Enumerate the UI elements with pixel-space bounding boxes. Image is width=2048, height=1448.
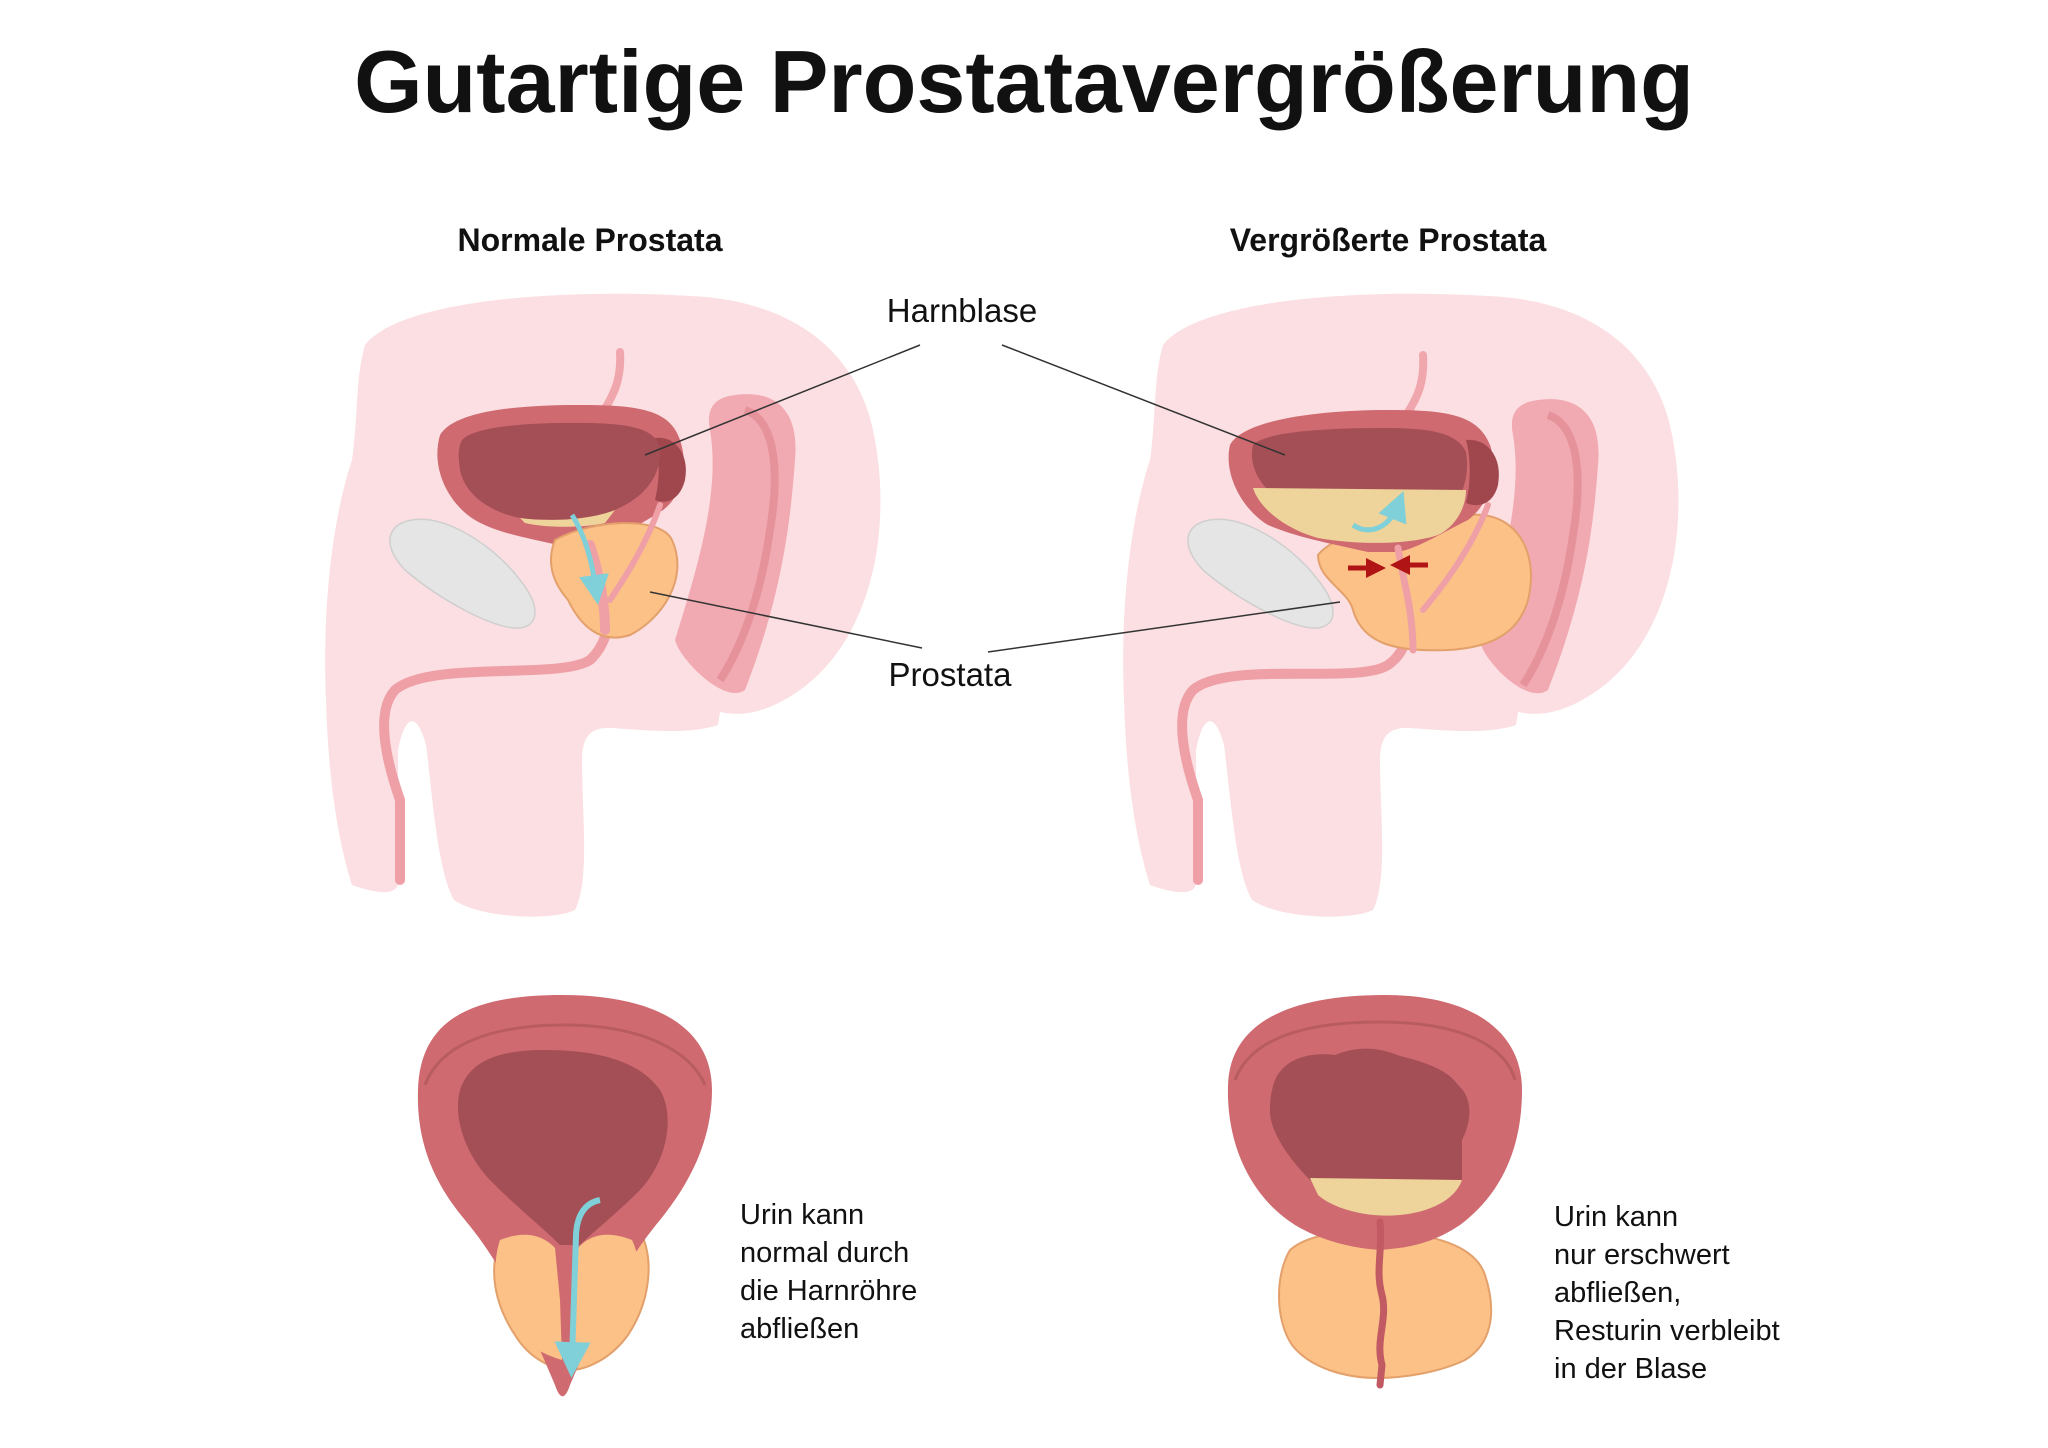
normal-description-line: normal durch bbox=[740, 1237, 909, 1269]
seminal-vesicle bbox=[1466, 439, 1499, 506]
page-title: Gutartige Prostatavergrößerung bbox=[354, 32, 1694, 131]
backflow-arrow bbox=[1351, 491, 1407, 533]
pubic-bone bbox=[389, 518, 536, 629]
bladder-lumen bbox=[458, 422, 661, 520]
normal-sagittal-illustration bbox=[325, 293, 881, 917]
enlarged-description-line: in der Blase bbox=[1554, 1353, 1707, 1385]
rectum bbox=[675, 394, 796, 694]
normal-description-line: Urin kann bbox=[740, 1199, 864, 1231]
residual-urine bbox=[1310, 1178, 1462, 1216]
label-prostate: Prostata bbox=[889, 656, 1013, 693]
enlarged-description-line: Urin kann bbox=[1554, 1201, 1678, 1233]
residual-urine bbox=[1253, 488, 1466, 543]
bladder-rim bbox=[423, 1023, 707, 1086]
normal-description: Urin kann normal durch die Harnröhre abf… bbox=[740, 1199, 917, 1345]
normal-cross-section-illustration bbox=[417, 995, 712, 1397]
bladder-lumen bbox=[1269, 1048, 1470, 1180]
residual-urine bbox=[520, 510, 615, 527]
urine-flow-arrow bbox=[554, 1197, 601, 1378]
rectum-wall-fold bbox=[716, 406, 779, 683]
enlarged-sagittal-illustration bbox=[1123, 293, 1679, 917]
seminal-vesicle bbox=[655, 437, 686, 502]
rectum-wall-fold bbox=[1519, 411, 1582, 688]
bladder-rim bbox=[1233, 1020, 1517, 1081]
pubic-bone bbox=[1187, 518, 1334, 629]
normal-description-line: abfließen bbox=[740, 1313, 859, 1345]
normal-description-line: die Harnröhre bbox=[740, 1275, 917, 1307]
ejaculatory-duct bbox=[1420, 502, 1491, 613]
enlarged-description-line: abfließen, bbox=[1554, 1277, 1681, 1309]
urine-flow-arrow bbox=[569, 513, 609, 605]
label-bladder: Harnblase bbox=[887, 292, 1037, 329]
leader-line-bladder-enlarged bbox=[1001, 344, 1286, 456]
bladder-lumen bbox=[457, 1050, 668, 1245]
enlarged-panel-heading: Vergrößerte Prostata bbox=[1230, 222, 1547, 258]
enlarged-description-line: nur erschwert bbox=[1554, 1239, 1730, 1271]
prostate-gland bbox=[550, 522, 679, 639]
enlarged-cross-section-illustration bbox=[1227, 995, 1522, 1389]
enlarged-description-line: Resturin verbleibt bbox=[1554, 1315, 1780, 1347]
leader-line-bladder-normal bbox=[644, 344, 921, 456]
enlarged-description: Urin kann nur erschwert abfließen, Restu… bbox=[1554, 1201, 1780, 1385]
leader-line-prostate-enlarged bbox=[987, 601, 1341, 653]
prostate-gland-front bbox=[495, 1234, 640, 1360]
leader-line-prostate-normal bbox=[649, 591, 923, 649]
compressed-urethra bbox=[1375, 1218, 1388, 1389]
ejaculatory-duct bbox=[607, 502, 663, 603]
normal-panel-heading: Normale Prostata bbox=[458, 222, 723, 258]
